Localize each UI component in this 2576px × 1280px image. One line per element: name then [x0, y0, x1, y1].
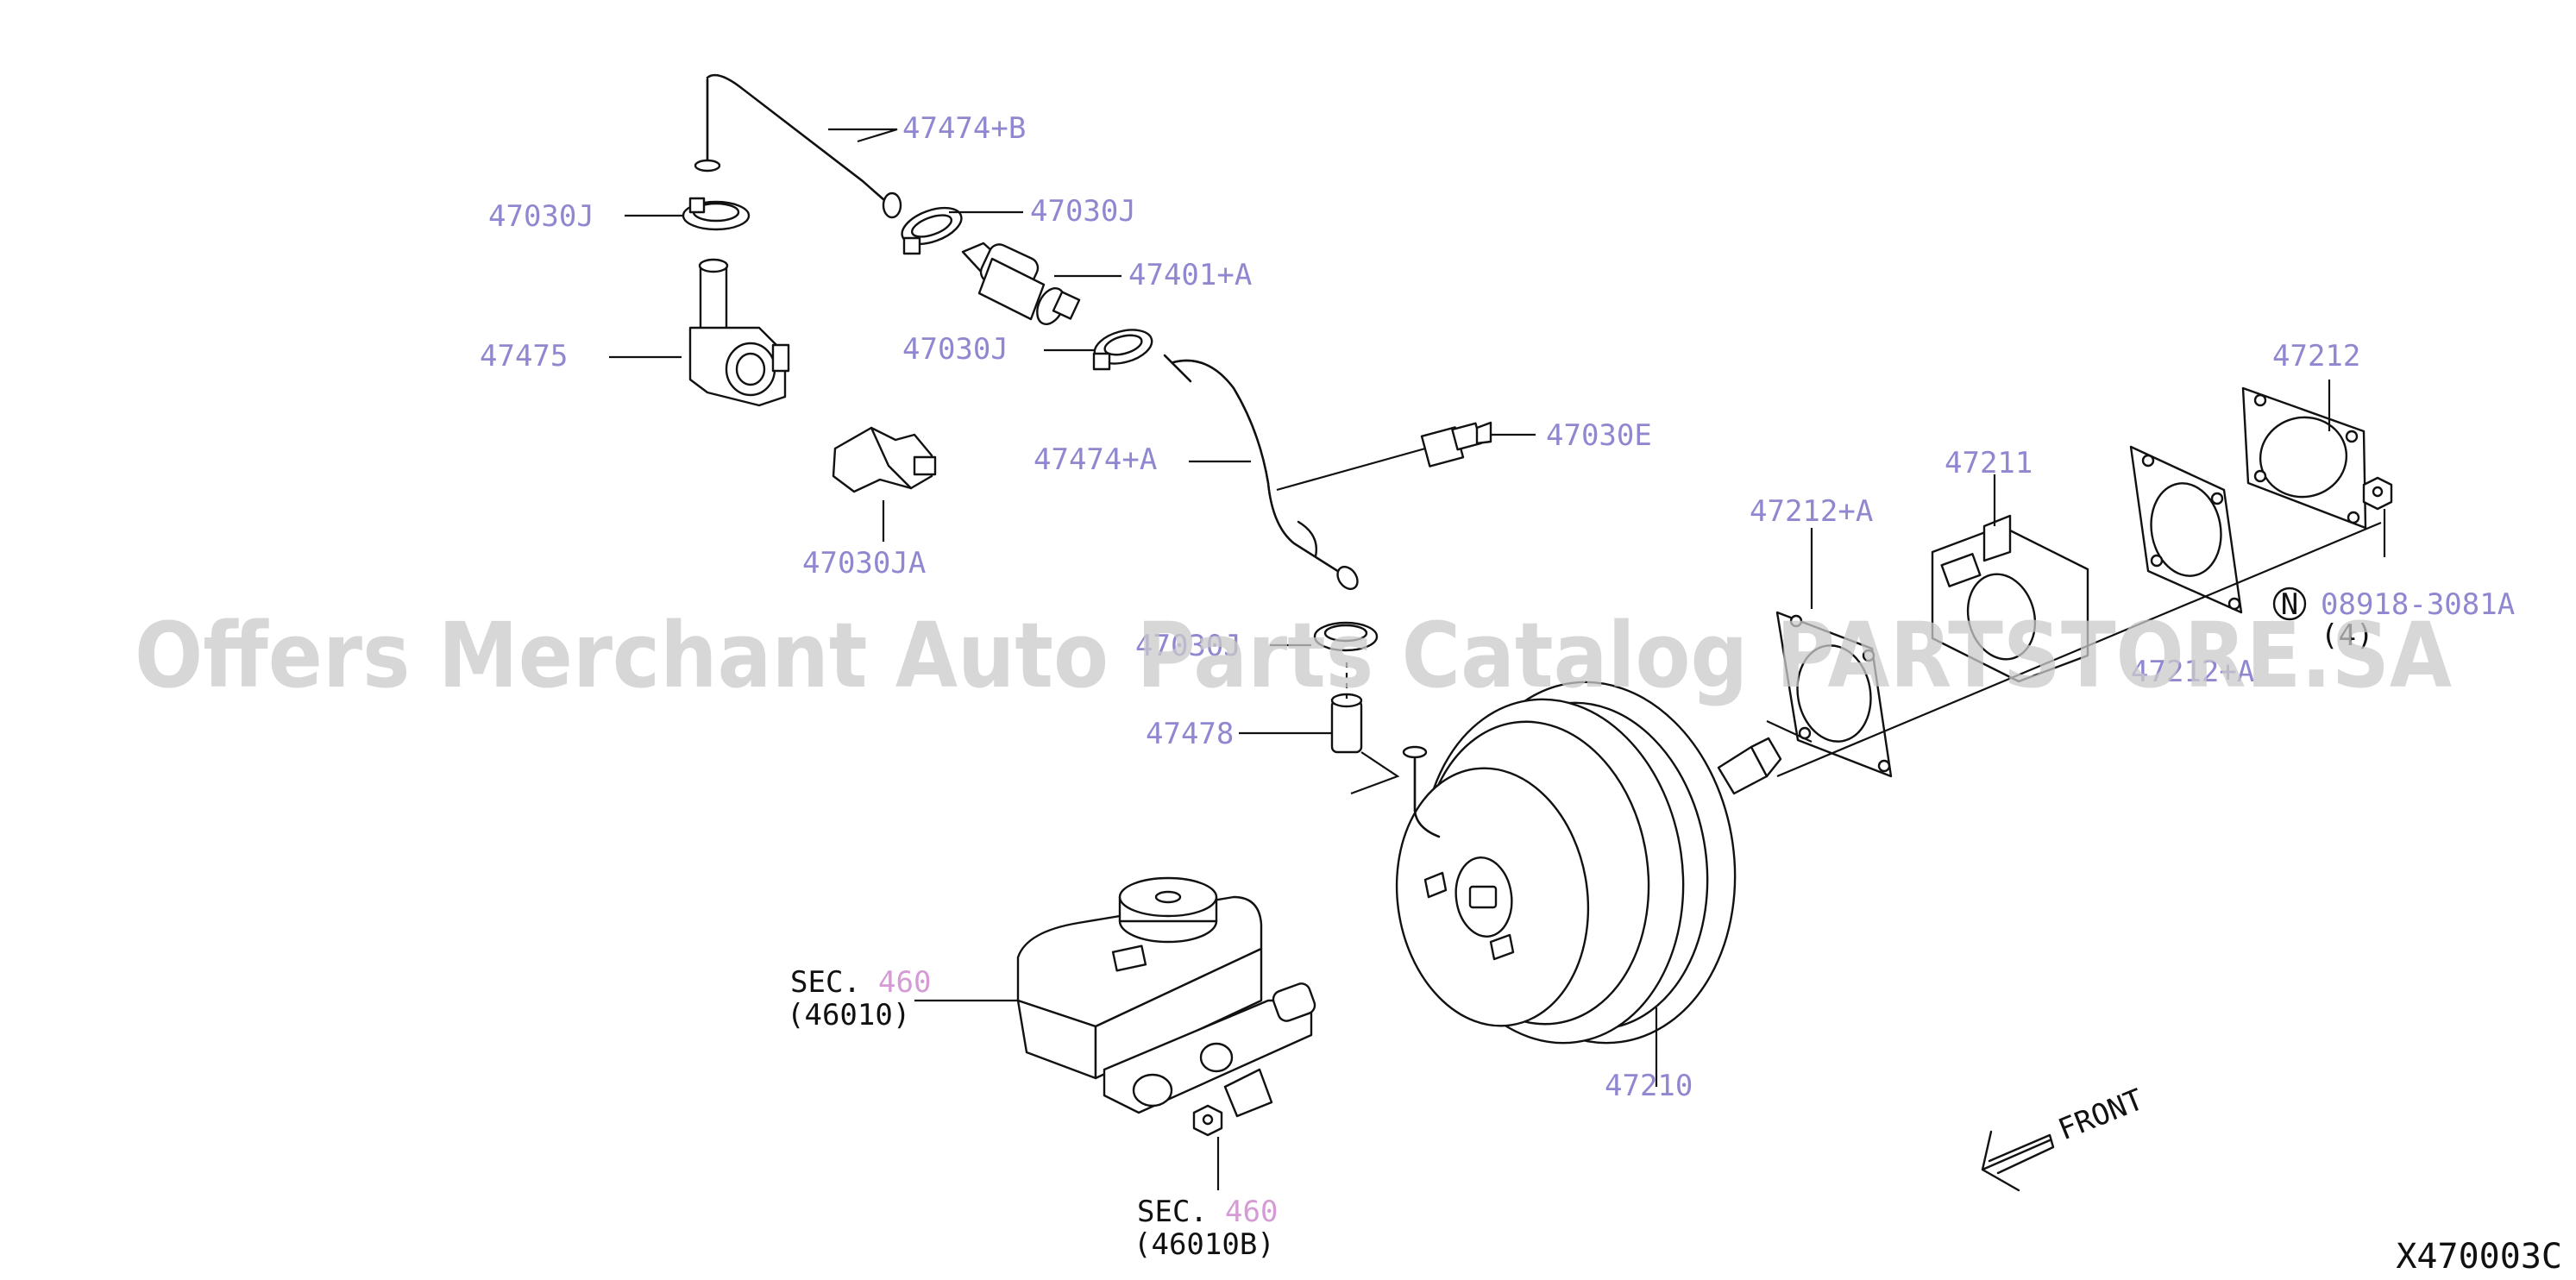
front-direction-indicator: FRONT: [1981, 1082, 2148, 1192]
callout-47212a-2[interactable]: 47212+A: [2131, 655, 2254, 689]
leader-lines: [609, 128, 2386, 1190]
callout-47030ja[interactable]: 47030JA: [802, 546, 926, 580]
callout-47030j-4[interactable]: 47030J: [1135, 629, 1241, 663]
callout-47474a[interactable]: 47474+A: [1034, 442, 1157, 477]
sec-ref-2-part: (46010B): [1134, 1227, 1275, 1262]
front-label: FRONT: [2053, 1082, 2148, 1147]
hose-clamp-47030j-lower[interactable]: [1313, 621, 1379, 652]
nut-type-marker-letter: N: [2281, 587, 2298, 622]
sec-ref-2-number[interactable]: 460: [1225, 1195, 1278, 1229]
nut-type-marker: [2272, 587, 2307, 621]
callout-47030j-2[interactable]: 47030J: [1030, 194, 1136, 229]
spacer-47211[interactable]: [1931, 514, 2089, 683]
check-valve-47401a[interactable]: [961, 241, 1081, 328]
connector-47030e[interactable]: [1420, 421, 1492, 467]
nut-08918-3081a[interactable]: [2362, 476, 2393, 511]
vacuum-hose-47474a[interactable]: [1163, 354, 1361, 593]
booster-push-rod: [1717, 737, 1782, 795]
callout-47212a[interactable]: 47212+A: [1750, 494, 1873, 529]
gasket-47212a-front[interactable]: [1775, 611, 1893, 778]
callout-47030e[interactable]: 47030E: [1546, 418, 1652, 453]
master-cylinder-nut[interactable]: [1192, 1104, 1223, 1137]
hose-clamp-47030j-upper-right[interactable]: [897, 201, 966, 255]
hose-joint-47478[interactable]: [1330, 693, 1363, 754]
hose-clamp-47030j-middle[interactable]: [1090, 324, 1155, 371]
hose-clamp-47030j-upper-left[interactable]: [682, 197, 751, 231]
brake-booster-47210[interactable]: [1380, 664, 1757, 1061]
callout-47030j-3[interactable]: 47030J: [902, 332, 1008, 367]
sec-ref-1-part: (46010): [787, 998, 910, 1032]
callout-47030j-1[interactable]: 47030J: [488, 199, 594, 234]
hose-clip-47030ja[interactable]: [832, 426, 937, 493]
sec-ref-1-prefix: SEC.: [790, 965, 861, 1000]
gasket-47212a-rear[interactable]: [2129, 445, 2243, 614]
gasket-47212[interactable]: [2241, 386, 2367, 530]
check-valve-47475[interactable]: [688, 258, 790, 407]
callout-47211[interactable]: 47211: [1945, 446, 2033, 480]
sec-ref-1-number[interactable]: 460: [878, 965, 931, 1000]
callout-labels: 47474+B 47030J 47030J 47401+A 47475 4703…: [480, 111, 2515, 1262]
vacuum-hose-47474b[interactable]: [694, 73, 902, 219]
sec-ref-2-prefix: SEC.: [1137, 1195, 1208, 1229]
callout-47474b[interactable]: 47474+B: [902, 111, 1026, 146]
callout-47210[interactable]: 47210: [1605, 1069, 1693, 1103]
nut-quantity: (4): [2321, 618, 2373, 653]
master-cylinder-46010[interactable]: [1016, 876, 1317, 1118]
callout-47478[interactable]: 47478: [1146, 717, 1234, 751]
callout-08918-3081a[interactable]: 08918-3081A: [2321, 587, 2515, 622]
callout-47401a[interactable]: 47401+A: [1128, 258, 1252, 292]
watermark: Offers Merchant Auto Parts Catalog PARTS…: [135, 603, 2452, 708]
callout-47212[interactable]: 47212: [2272, 339, 2360, 373]
front-arrow-icon: [1981, 1130, 2055, 1192]
callout-47475[interactable]: 47475: [480, 339, 568, 373]
diagram-code: X470003C: [2396, 1237, 2562, 1277]
